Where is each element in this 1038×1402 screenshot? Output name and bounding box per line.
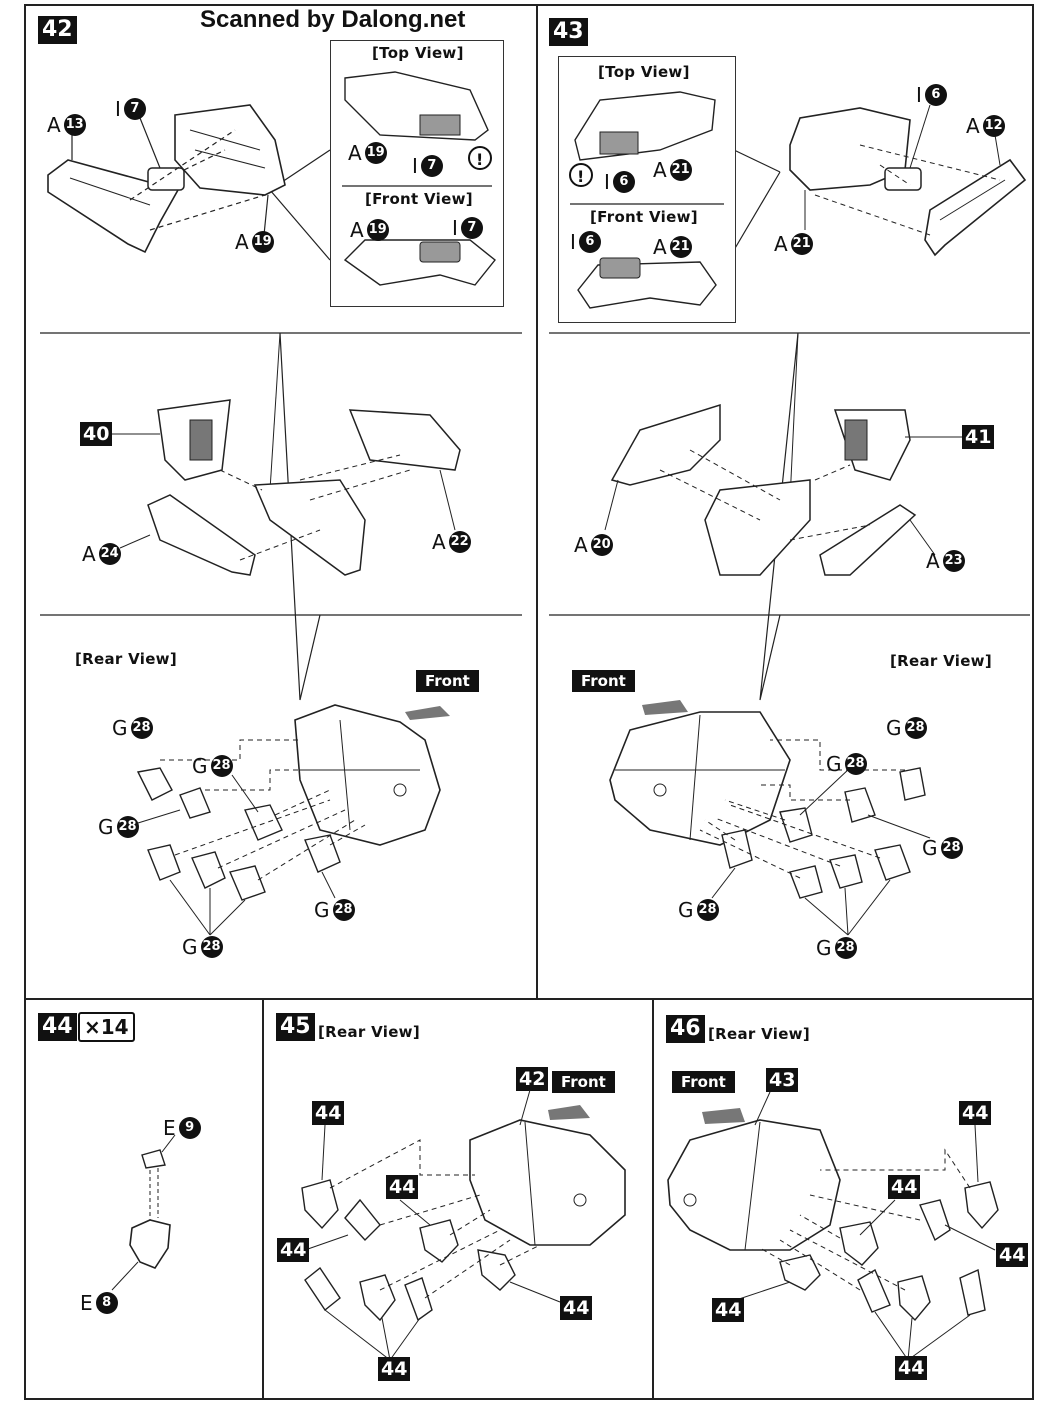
step-number-44: 44	[38, 1013, 77, 1041]
callout-42: 42	[516, 1067, 549, 1091]
callout-44-45b: 44	[386, 1175, 419, 1199]
step-45-rear-view-label: [Rear View]	[318, 1023, 420, 1041]
callout-44-46d: 44	[712, 1298, 745, 1322]
callout-44-46b: 44	[888, 1175, 921, 1199]
callout-44-46c: 44	[996, 1243, 1029, 1267]
svg-text:!: !	[476, 150, 483, 169]
callout-44-45d: 44	[560, 1296, 593, 1320]
step-number-42: 42	[38, 16, 77, 44]
step-number-45: 45	[276, 1013, 315, 1041]
quantity-badge: ×14	[78, 1012, 135, 1042]
step-42-rear-view-label: [Rear View]	[75, 650, 177, 668]
inset-42-front-view-label: [Front View]	[365, 190, 473, 208]
step-number-43: 43	[549, 18, 588, 46]
inset-43-top-view-label: [Top View]	[598, 63, 690, 81]
callout-44-45c: 44	[277, 1238, 310, 1262]
front-tag-45: Front	[552, 1071, 615, 1093]
callout-43: 43	[766, 1068, 799, 1092]
step-43-rear-view-label: [Rear View]	[890, 652, 992, 670]
callout-44-45e: 44	[378, 1357, 411, 1381]
callout-41: 41	[962, 425, 995, 449]
step-number-46: 46	[666, 1015, 705, 1043]
callout-44-45a: 44	[312, 1101, 345, 1125]
inset-42-top-view-label: [Top View]	[372, 44, 464, 62]
front-tag-42: Front	[416, 670, 479, 692]
front-tag-46: Front	[672, 1071, 735, 1093]
svg-text:!: !	[577, 167, 584, 186]
scan-credit: Scanned by Dalong.net	[200, 6, 466, 33]
step-46-rear-view-label: [Rear View]	[708, 1025, 810, 1043]
callout-44-46a: 44	[959, 1101, 992, 1125]
callout-40: 40	[80, 422, 113, 446]
inset-43-front-view-label: [Front View]	[590, 208, 698, 226]
front-tag-43: Front	[572, 670, 635, 692]
callout-44-46e: 44	[895, 1356, 928, 1380]
step-46-panel	[652, 998, 1034, 1400]
